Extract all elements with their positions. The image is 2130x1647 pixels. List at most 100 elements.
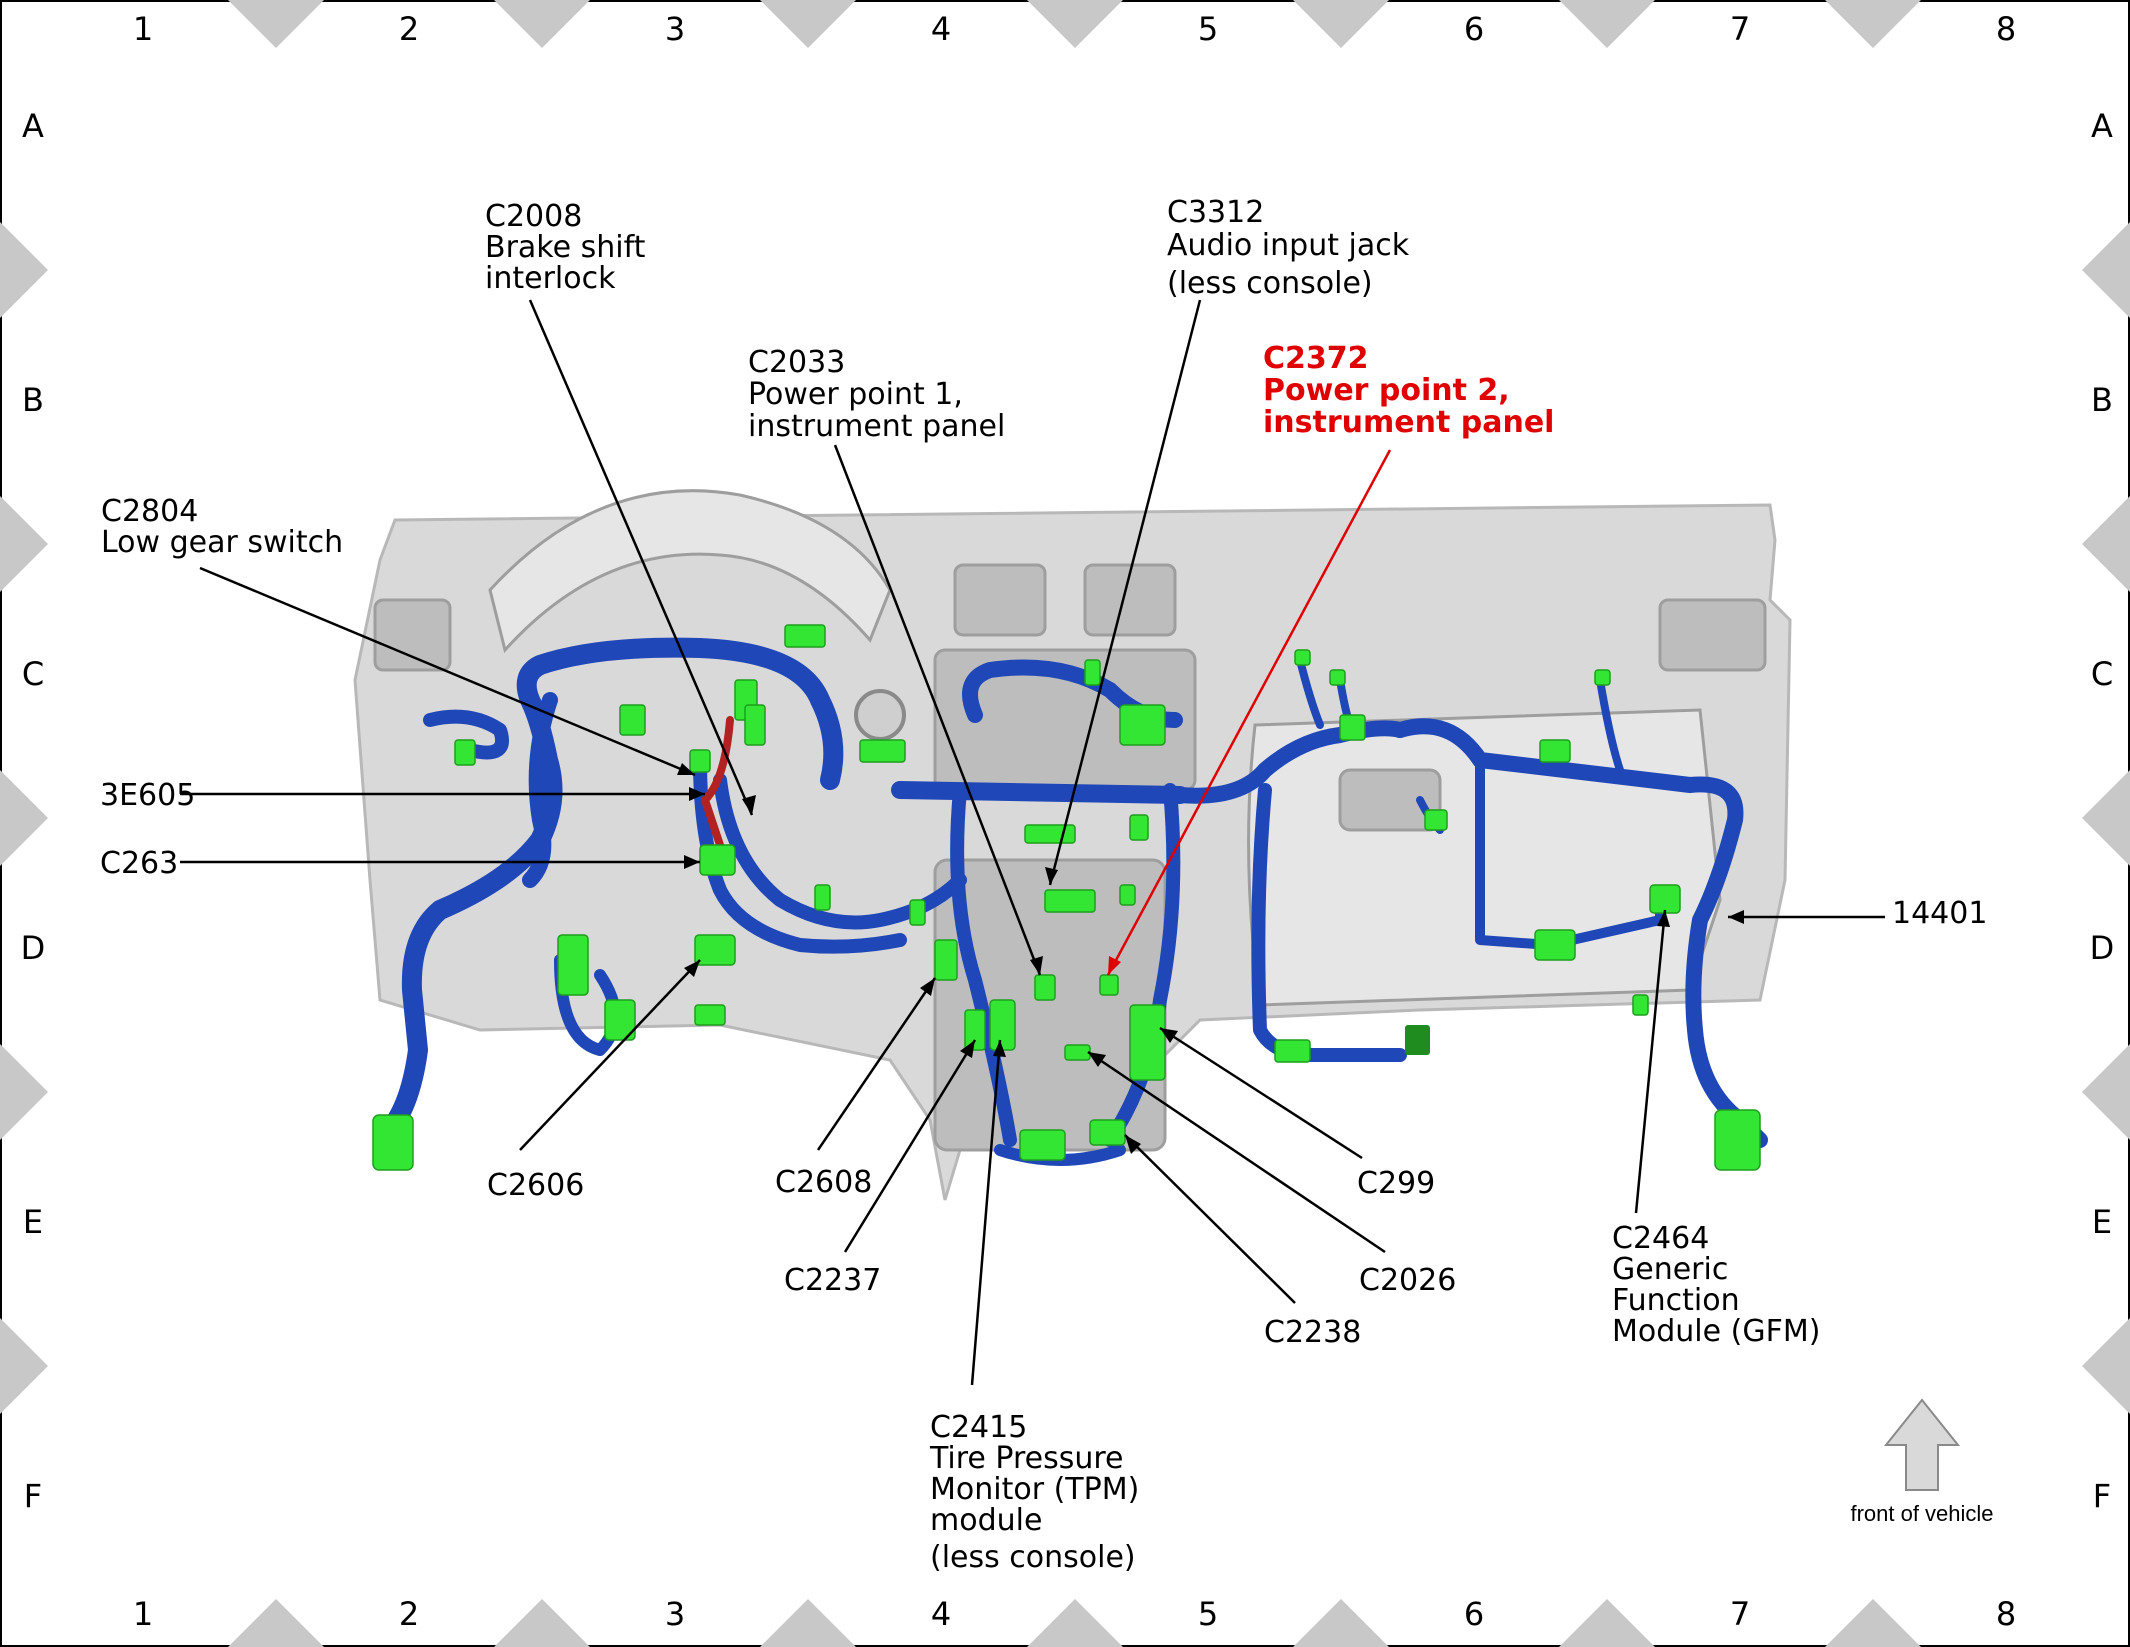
callout-line: Function: [1612, 1283, 1740, 1318]
row-label-left: D: [21, 929, 46, 967]
zone-tab-right: [2082, 1318, 2130, 1414]
connector-small: [1024, 824, 1076, 844]
zone-tab-bottom: [1559, 1599, 1655, 1647]
zone-tab-bottom: [228, 1599, 324, 1647]
callout-c299: C299: [1357, 1166, 1435, 1201]
callout-c3312: C3312 Audio input jack (less console): [1167, 195, 1419, 301]
column-label-bottom: 7: [1730, 1595, 1750, 1633]
row-label-right: B: [2091, 381, 2113, 419]
zone-tab-top: [1293, 0, 1389, 48]
zone-tab-right: [2082, 222, 2130, 318]
callout-c2008: C2008 Brake shift interlock: [485, 199, 655, 296]
callout-line: C2464: [1612, 1221, 1709, 1256]
grid-labels: 1 2 3 4 5 6 7 8 1 2 3 4 5 6 7 8 A B C D …: [21, 10, 2115, 1633]
zone-tab-right: [2082, 770, 2130, 866]
connector-small: [689, 749, 711, 773]
callout-line: interlock: [485, 261, 616, 296]
connector-left-endpoint: [372, 1114, 414, 1171]
harness-left-pigtail: [423, 709, 509, 760]
callout-c2238: C2238: [1264, 1315, 1361, 1350]
connector-small: [814, 884, 831, 911]
callout-c2033: C2033 Power point 1, instrument panel: [748, 345, 1005, 444]
connector-small: [1594, 669, 1611, 686]
connector-small: [1632, 994, 1649, 1016]
callout-line: Power point 2,: [1263, 373, 1510, 408]
connector-small: [694, 1004, 726, 1026]
leader-c3312: [1048, 299, 1202, 886]
callout-line: C2804: [101, 494, 198, 529]
harness-red-wire: [701, 716, 734, 864]
leader-c2415: [970, 1039, 1002, 1386]
connector-small: [1274, 1039, 1311, 1063]
front-of-vehicle-label: front of vehicle: [1850, 1501, 1993, 1526]
harness-cross-car: [891, 781, 1189, 804]
row-label-left: B: [22, 381, 44, 419]
zone-tab-bottom: [1825, 1599, 1921, 1647]
connector-group: [372, 624, 1761, 1171]
harness-tether-3: [1596, 676, 1624, 774]
callout-line: C2008: [485, 199, 582, 234]
callout-3e605: 3E605: [100, 778, 195, 813]
callout-line: Power point 1,: [748, 377, 963, 412]
arrowhead-c2608: [920, 978, 935, 996]
harness-tether-1: [1296, 656, 1324, 729]
column-label-top: 4: [931, 10, 951, 48]
callout-line: (less console): [930, 1540, 1136, 1575]
row-label-left: C: [22, 655, 44, 693]
connector-c263: [699, 844, 736, 876]
left-air-vent: [373, 598, 452, 672]
callout-line: C2372: [1263, 341, 1369, 376]
zone-tab-top: [1027, 0, 1123, 48]
connector-small: [1129, 814, 1149, 841]
leader-c2026: [1087, 1050, 1386, 1254]
connector-small: [604, 999, 636, 1041]
harness-right-upper: [1172, 720, 1408, 804]
connector-small: [1539, 739, 1571, 763]
connector-small: [454, 739, 476, 766]
leader-c2033: [833, 444, 1042, 976]
arrowhead-c2237: [960, 1040, 975, 1058]
connector-c2026: [1064, 1044, 1091, 1061]
column-label-top: 3: [665, 10, 685, 48]
zone-tab-left: [0, 496, 48, 592]
zone-tab-bottom: [1027, 1599, 1123, 1647]
callout-c2804: C2804 Low gear switch: [101, 494, 343, 560]
callout-line: (less console): [1167, 266, 1373, 301]
harness-cluster-loop: [693, 753, 907, 954]
callout-line: instrument panel: [1263, 405, 1554, 440]
zone-tab-top: [760, 0, 856, 48]
connector-small: [557, 934, 589, 996]
column-label-bottom: 8: [1996, 1595, 2016, 1633]
arrowhead-14401: [1728, 910, 1744, 924]
column-label-bottom: 2: [399, 1595, 419, 1633]
connector-c2606: [694, 934, 736, 966]
connector-console-left: [1019, 1129, 1066, 1161]
arrowhead-c2238: [1125, 1135, 1141, 1154]
zone-tab-left: [0, 1318, 48, 1414]
right-air-vent: [1658, 598, 1767, 672]
arrowhead-c2033: [1030, 956, 1043, 975]
zone-tab-top: [1825, 0, 1921, 48]
leader-c2237: [843, 1039, 977, 1253]
arrowhead-3e605: [689, 787, 705, 801]
callout-line: module: [930, 1503, 1042, 1538]
arrowhead-c3312: [1045, 867, 1058, 885]
callout-line: C3312: [1167, 195, 1264, 230]
arrowhead-c2804: [677, 763, 695, 775]
row-label-right: D: [2090, 929, 2115, 967]
column-label-bottom: 4: [931, 1595, 951, 1633]
callout-c2606: C2606: [487, 1168, 584, 1203]
callout-c263: C263: [100, 846, 178, 881]
connector-c2608: [934, 939, 958, 981]
connector-small: [1534, 929, 1576, 961]
row-label-left: A: [22, 107, 44, 145]
connector-center-upper: [1119, 704, 1166, 746]
callout-line: Tire Pressure: [929, 1441, 1124, 1476]
callout-line: Module (GFM): [1612, 1314, 1820, 1349]
arrowhead-c299: [1160, 1028, 1178, 1043]
connector-c2033: [1034, 974, 1056, 1001]
arrowhead-c2026: [1088, 1052, 1106, 1067]
zone-tab-top: [494, 0, 590, 48]
callout-c2026: C2026: [1359, 1263, 1456, 1298]
row-label-right: A: [2091, 107, 2113, 145]
